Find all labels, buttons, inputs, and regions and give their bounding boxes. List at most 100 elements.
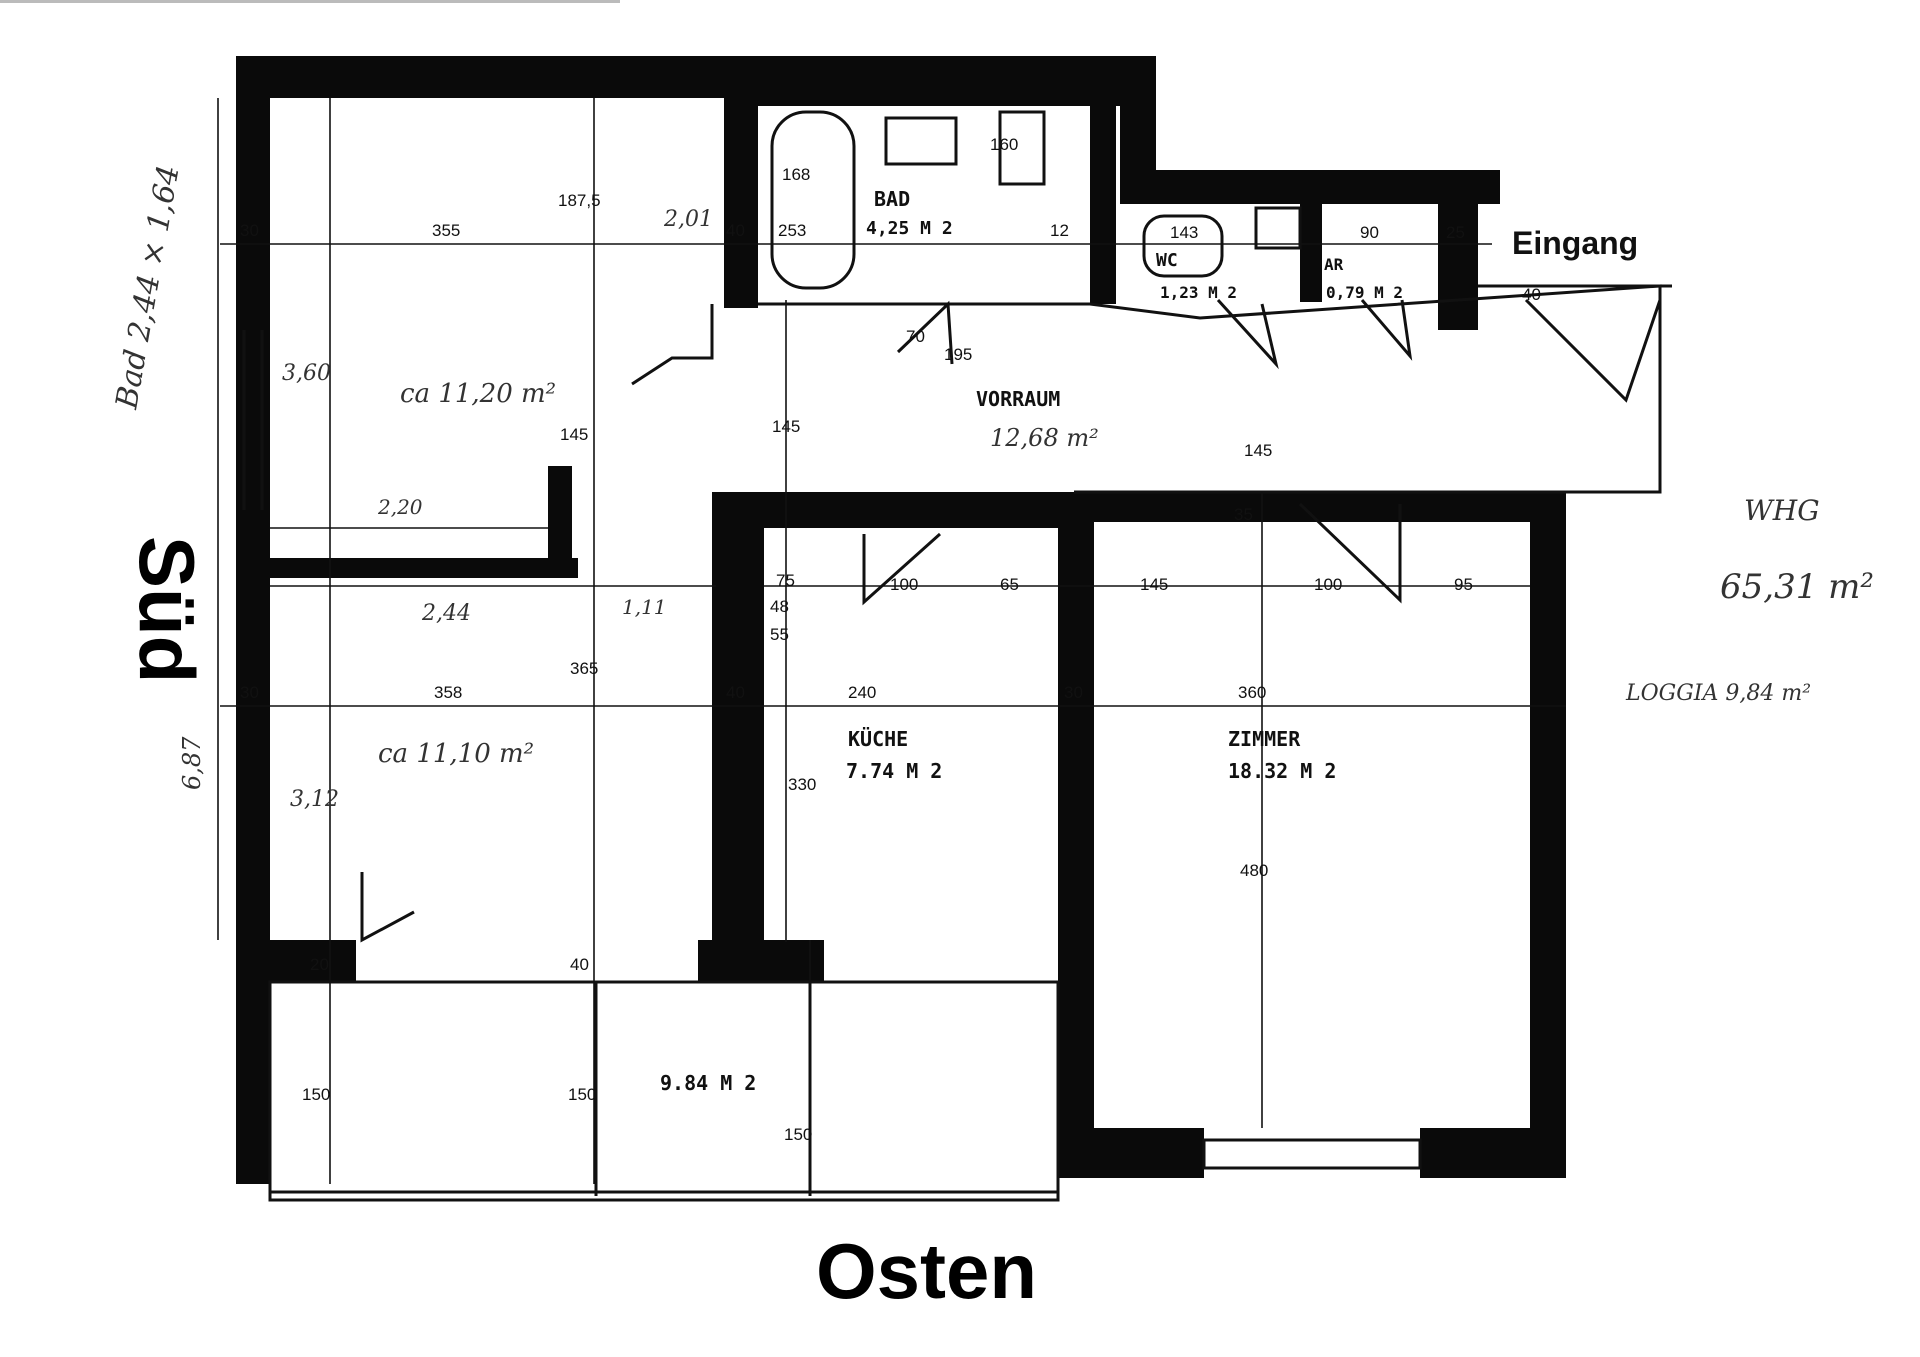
note-whg: WHG (1744, 494, 1820, 527)
dim-log-150b: 150 (568, 1085, 596, 1104)
label-zimmer: ZIMMER (1228, 727, 1301, 751)
label-kueche-area: 7.74 M 2 (846, 759, 942, 783)
label-bad-area: 4,25 M 2 (866, 218, 953, 239)
dim-nw-height-b: 187,5 (558, 191, 601, 210)
dim-k-48: 48 (770, 597, 789, 616)
annotations: Osten Süd Eingang Bad 2,44 × 1,64 6,87 W… (109, 163, 1874, 1315)
dim-sw-111: 1,11 (622, 595, 667, 619)
label-ar-area: 0,79 M 2 (1326, 283, 1403, 302)
dim-z-145: 145 (1140, 575, 1168, 594)
dim-log-40: 40 (570, 955, 589, 974)
door-bath (896, 300, 954, 365)
dim-z-95: 95 (1454, 575, 1473, 594)
dimension-lines (217, 98, 1566, 1196)
dim-wc-w: 143 (1170, 223, 1198, 242)
dim-k-65: 65 (1000, 575, 1019, 594)
label-bad: BAD (874, 187, 910, 211)
label-kueche: KÜCHE (848, 727, 908, 751)
dim-vr-195: 195 (944, 345, 972, 364)
wall-kitchen-north (712, 492, 1074, 528)
wall-kitchen-zimmer (1058, 522, 1094, 1178)
loggia-outline (268, 980, 1060, 1202)
dim-k-75: 75 (776, 571, 795, 590)
washer (998, 110, 1046, 186)
bath-sink (884, 116, 958, 166)
label-wc: WC (1156, 250, 1178, 271)
dim-nw-height-a: 145 (560, 425, 588, 444)
wall-kitchen-west (712, 492, 764, 942)
label-wc-area: 1,23 M 2 (1160, 283, 1237, 302)
walls (236, 56, 1566, 1184)
wall-entrance (1438, 190, 1478, 330)
dim-vr-70: 70 (906, 327, 925, 346)
dim-bad-w: 253 (778, 221, 806, 240)
dim-nw-depth: 3,60 (282, 361, 331, 386)
note-bad: Bad 2,44 × 1,64 (109, 163, 186, 413)
door-wc (1216, 298, 1279, 370)
dimension-numbers: 355 30 40 253 12 143 90 25 2,01 3,60 2,2… (240, 135, 1541, 1144)
dim-wall-30b: 30 (240, 683, 259, 702)
dim-sw-365: 365 (570, 659, 598, 678)
wall-zimmer-north (1074, 492, 1560, 522)
door-ar (1360, 299, 1413, 361)
dim-sw-244: 2,44 (421, 601, 471, 626)
dim-vr-145a: 145 (772, 417, 800, 436)
dim-entry-40: 40 (1522, 285, 1541, 304)
vorraum-outline (758, 284, 1662, 494)
label-vorraum: VORRAUM (976, 387, 1060, 411)
wall-south-zimmer (1058, 1128, 1204, 1178)
wall-loggia-north-w (270, 940, 356, 982)
room-labels: BAD 4,25 M 2 WC 1,23 M 2 AR 0,79 M 2 VOR… (378, 187, 1403, 1095)
dim-sw-width: 358 (434, 683, 462, 702)
dim-k-width: 240 (848, 683, 876, 702)
label-room-nw-area: ca 11,20 m² (400, 379, 556, 409)
dim-log-150c: 150 (784, 1125, 812, 1144)
dim-wall-30a: 30 (240, 221, 259, 240)
door-sw (360, 872, 415, 943)
zimmer-window (1202, 1138, 1422, 1170)
dim-z-100: 100 (1314, 575, 1342, 594)
door-entrance (1524, 298, 1662, 403)
outlines (242, 110, 1672, 1202)
note-total-depth: 6,87 (178, 736, 206, 790)
orientation-east: Osten (816, 1227, 1037, 1315)
dim-ar-w: 90 (1360, 223, 1379, 242)
dim-bad-v: 160 (990, 135, 1018, 154)
wall-south-zimmer-e (1420, 1128, 1566, 1178)
dim-k-depth: 330 (788, 775, 816, 794)
ar-box (1254, 206, 1302, 250)
wall-north-bath (728, 56, 1156, 106)
entrance-label: Eingang (1512, 225, 1638, 261)
dim-wall-25: 25 (1446, 223, 1465, 242)
dim-vr-145b: 145 (1244, 441, 1272, 460)
dim-log-20: 20 (310, 955, 329, 974)
dim-wall-30c: 30 (1064, 683, 1083, 702)
label-vorraum-area: 12,68 m² (990, 424, 1099, 452)
dim-k-55: 55 (770, 625, 789, 644)
wall-nw-stub (548, 466, 572, 578)
scan-artifact (0, 0, 620, 3)
dim-wall-12: 12 (1050, 221, 1069, 240)
wall-wc-ar (1300, 190, 1322, 302)
label-ar: AR (1324, 255, 1344, 274)
label-room-sw-area: ca 11,10 m² (378, 739, 534, 769)
dim-sw-depth: 3,12 (290, 787, 339, 812)
door-kitchen (862, 532, 942, 606)
wall-bath-west (724, 98, 758, 308)
label-loggia-area: 9.84 M 2 (660, 1071, 756, 1095)
note-whg-area: 65,31 m² (1720, 567, 1874, 607)
dim-nw-width-hand: 2,01 (663, 207, 713, 232)
label-zimmer-area: 18.32 M 2 (1228, 759, 1336, 783)
bathtub (770, 110, 856, 290)
note-loggia: LOGGIA 9,84 m² (1625, 681, 1811, 706)
wall-loggia-north-c (698, 940, 824, 982)
dim-bad-d: 168 (782, 165, 810, 184)
dim-wall-35: 35 (1234, 505, 1253, 524)
dim-wall-40a: 40 (726, 221, 745, 240)
wall-nw-sw (270, 558, 578, 578)
door-zimmer (1298, 502, 1402, 604)
wall-east (1530, 492, 1566, 1178)
dim-log-150a: 150 (302, 1085, 330, 1104)
dim-wall-40b: 40 (726, 683, 745, 702)
